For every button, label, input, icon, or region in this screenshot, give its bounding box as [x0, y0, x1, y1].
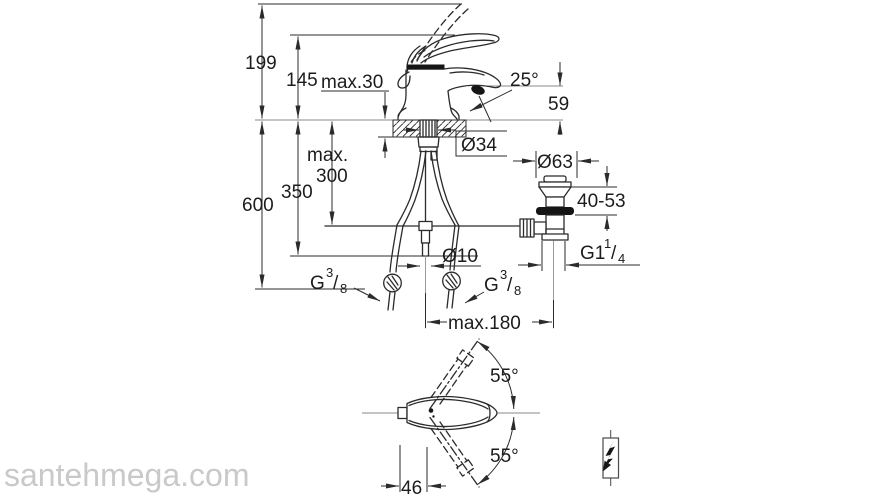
dimension-lines	[259, 5, 640, 492]
pop-up-drain	[519, 175, 574, 329]
svg-text:G1: G1	[580, 243, 605, 264]
dim-4053-label: 40-53	[577, 191, 626, 212]
svg-text:/: /	[333, 273, 339, 294]
dim-199-label: 199	[245, 53, 277, 74]
dim-600-label: 600	[242, 195, 274, 216]
svg-text:3: 3	[326, 265, 333, 280]
dim-46-label: 46	[401, 478, 422, 499]
svg-text:8: 8	[514, 283, 521, 298]
supply-hoses	[324, 150, 520, 329]
dim-g38-right-label: G 3 / 8	[484, 267, 521, 298]
dim-max30-label: max.30	[321, 72, 383, 93]
svg-text:8: 8	[340, 281, 347, 296]
faucet-front-view	[397, 3, 502, 161]
dim-25deg-label: 25°	[510, 70, 539, 91]
dim-d34-label: Ø34	[461, 135, 497, 156]
dim-145-label: 145	[286, 70, 318, 91]
dim-350-label: 350	[281, 182, 313, 203]
dim-max300-label-line2: 300	[316, 166, 348, 187]
svg-text:1: 1	[604, 236, 611, 251]
dim-d63-label: Ø63	[537, 152, 573, 173]
dim-max180-label: max.180	[448, 313, 521, 334]
hole-label-box	[455, 130, 507, 157]
svg-text:/: /	[611, 243, 617, 264]
dim-55deg-top-label: 55°	[490, 366, 519, 387]
svg-text:4: 4	[618, 251, 625, 266]
svg-text:3: 3	[500, 267, 507, 282]
svg-text:G: G	[484, 275, 499, 296]
dim-max300-label-line1: max.	[307, 145, 348, 166]
svg-text:/: /	[507, 275, 513, 296]
handle-top-view	[397, 338, 498, 488]
dim-55deg-bottom-label: 55°	[490, 446, 519, 467]
lightning-icon	[602, 430, 620, 486]
dim-g114-label: G1 1 / 4	[580, 236, 625, 266]
dim-g38-left-label: G 3 / 8	[310, 265, 347, 296]
dim-59-label: 59	[548, 94, 569, 115]
svg-text:G: G	[310, 273, 325, 294]
watermark: santehmega.com	[4, 457, 249, 493]
dimension-labels: 199 145 max.30 25° 59 Ø34 max. 300 350 6…	[242, 53, 626, 499]
dim-d10-label: Ø10	[442, 246, 478, 267]
swing-arc	[477, 341, 516, 485]
